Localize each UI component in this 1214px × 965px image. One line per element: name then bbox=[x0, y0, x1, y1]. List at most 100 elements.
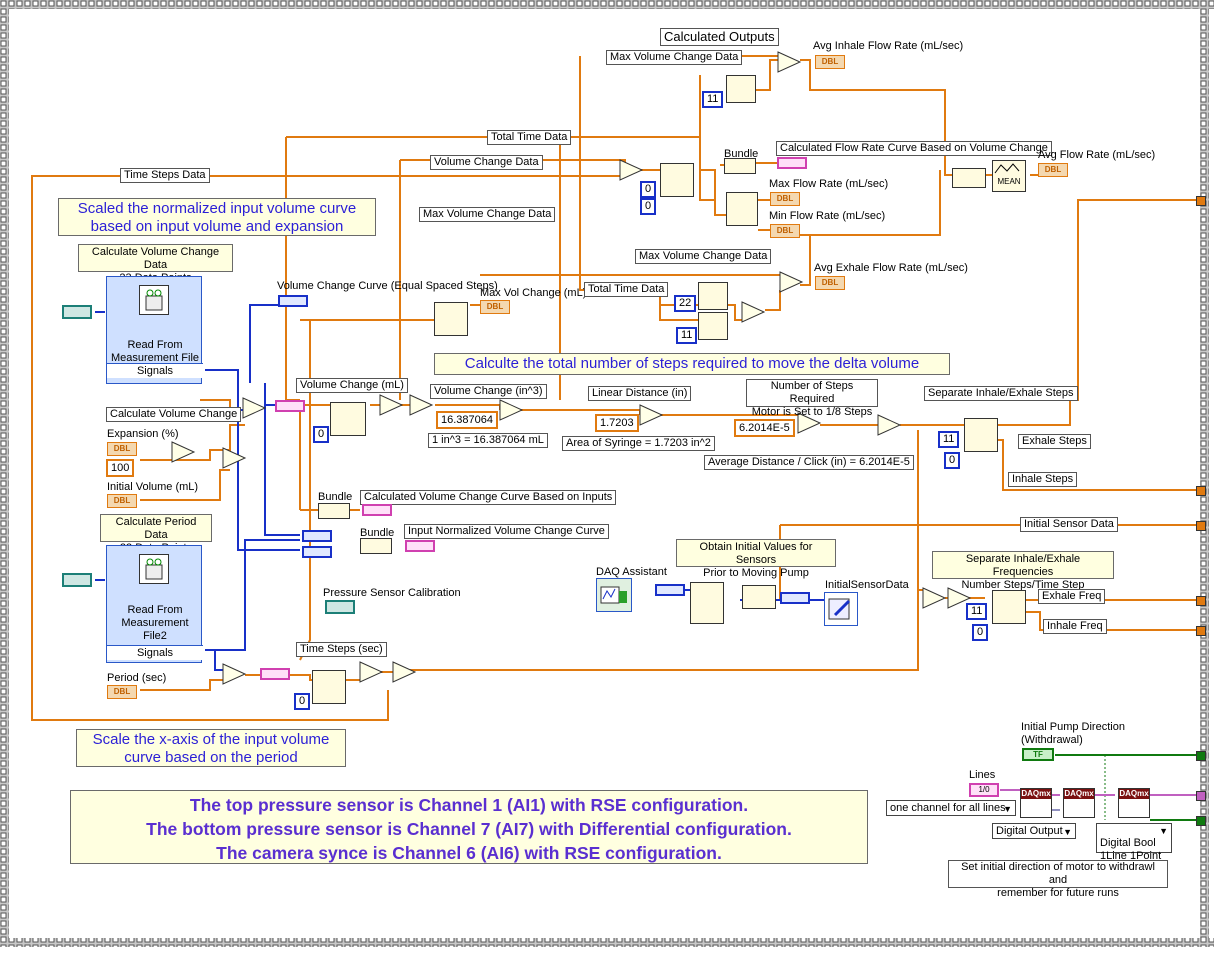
max-flow-rate-indicator[interactable]: DBL bbox=[770, 192, 800, 206]
constant-0-time[interactable]: 0 bbox=[294, 693, 311, 710]
signals-terminal-1[interactable]: Signals bbox=[107, 363, 203, 378]
array-icon-volume[interactable] bbox=[330, 402, 366, 436]
array-icon-minmax[interactable] bbox=[726, 192, 758, 226]
time-steps-terminal[interactable] bbox=[260, 668, 290, 680]
tunnel-3[interactable] bbox=[1196, 521, 1206, 531]
array-icon-daq[interactable] bbox=[690, 582, 724, 624]
subtract-icon-timesteps bbox=[359, 661, 384, 683]
array-icon-freq[interactable] bbox=[992, 590, 1026, 624]
one-channel-dropdown[interactable]: one channel for all lines▼ bbox=[886, 800, 1016, 816]
max-vol-change-indicator[interactable]: DBL bbox=[480, 300, 510, 314]
array-icon-time1[interactable] bbox=[698, 282, 728, 310]
bundle-node-mid[interactable] bbox=[318, 503, 350, 519]
area-of-syringe-label: Area of Syringe = 1.7203 in^2 bbox=[562, 436, 715, 451]
tunnel-2[interactable] bbox=[1196, 486, 1206, 496]
daq-assistant-icon[interactable] bbox=[596, 578, 632, 612]
time-steps-sec-label: Time Steps (sec) bbox=[296, 642, 387, 657]
read-from-measurement-file2-vi[interactable]: Read From Measurement File2 Signals bbox=[106, 545, 203, 663]
write-icon[interactable] bbox=[824, 592, 858, 626]
calculated-volume-change-curve-label: Calculated Volume Change Curve Based on … bbox=[360, 490, 617, 505]
file-path-control-1[interactable] bbox=[62, 305, 92, 319]
array-icon-mean-in[interactable] bbox=[952, 168, 986, 188]
initial-sensor-terminal[interactable] bbox=[780, 592, 810, 604]
constant-11-freq[interactable]: 11 bbox=[966, 603, 988, 620]
array-icon-daq2[interactable] bbox=[742, 585, 776, 609]
initial-sensor-data-vi-label: InitialSensorData bbox=[825, 579, 909, 591]
file-path-control-2[interactable] bbox=[62, 573, 92, 587]
tunnel-1[interactable] bbox=[1196, 196, 1206, 206]
initial-sensor-data-label: Initial Sensor Data bbox=[1020, 517, 1118, 532]
expansion-control[interactable]: DBL bbox=[107, 442, 137, 456]
read-from-measurement-file-vi[interactable]: Read From Measurement File Signals bbox=[106, 276, 203, 384]
tunnel-5[interactable] bbox=[1196, 626, 1206, 636]
bundle-node-top[interactable] bbox=[724, 158, 756, 174]
constant-11-steps[interactable]: 11 bbox=[938, 431, 960, 448]
calculate-volume-change-label: Calculate Volume Change bbox=[106, 407, 242, 422]
period-control[interactable]: DBL bbox=[107, 685, 137, 699]
constant-0-steps[interactable]: 0 bbox=[944, 452, 961, 469]
lines-control[interactable]: 1/0 bbox=[969, 783, 999, 797]
blue-terminal-1[interactable] bbox=[302, 530, 332, 542]
array-icon-time2[interactable] bbox=[698, 312, 728, 340]
total-time-data-top-label: Total Time Data bbox=[487, 130, 572, 145]
max-volume-change-data-mid-label: Max Volume Change Data bbox=[419, 207, 556, 222]
constant-17203[interactable]: 1.7203 bbox=[595, 414, 639, 432]
period-label: Period (sec) bbox=[107, 672, 167, 684]
daqmx-start-node[interactable]: DAQmx bbox=[1063, 788, 1095, 818]
separate-inhale-exhale-steps-label: Separate Inhale/Exhale Steps bbox=[924, 386, 1078, 401]
constant-16387064[interactable]: 16.387064 bbox=[436, 411, 498, 429]
initial-volume-control[interactable]: DBL bbox=[107, 494, 137, 508]
max-vol-change-label: Max Vol Change (mL) bbox=[480, 287, 587, 299]
avg-flow-rate-indicator[interactable]: DBL bbox=[1038, 163, 1068, 177]
input-normalized-volume-change-curve-terminal[interactable] bbox=[405, 540, 435, 552]
mean-node[interactable]: MEAN bbox=[992, 160, 1026, 192]
daqmx-write-node[interactable]: DAQmx bbox=[1118, 788, 1150, 818]
constant-click[interactable]: 6.2014E-5 bbox=[734, 419, 795, 437]
initial-pump-direction-control[interactable]: TF bbox=[1022, 748, 1054, 761]
volume-change-curve-terminal[interactable] bbox=[278, 295, 308, 307]
constant-0-volume[interactable]: 0 bbox=[313, 426, 330, 443]
flow-rate-curve-terminal[interactable] bbox=[777, 157, 807, 169]
digital-output-dropdown[interactable]: Digital Output▼ bbox=[992, 823, 1076, 839]
initial-pump-direction-label: Initial Pump Direction (Withdrawal) bbox=[1021, 721, 1125, 746]
constant-22[interactable]: 22 bbox=[674, 295, 697, 312]
tunnel-6[interactable] bbox=[1196, 751, 1206, 761]
tunnel-7[interactable] bbox=[1196, 791, 1206, 801]
constant-100[interactable]: 100 bbox=[106, 459, 135, 477]
constant-0-b[interactable]: 0 bbox=[640, 198, 657, 215]
set-initial-direction-label: Set initial direction of motor to withdr… bbox=[948, 860, 1168, 899]
array-icon-volume-data[interactable] bbox=[660, 163, 694, 197]
calculated-volume-change-curve-terminal[interactable] bbox=[362, 504, 392, 516]
calculate-period-data-label: Calculate Period Data 23 Data Points bbox=[100, 514, 212, 554]
tunnel-8[interactable] bbox=[1196, 816, 1206, 826]
round-icon-steps bbox=[877, 414, 902, 436]
constant-11-mid[interactable]: 11 bbox=[676, 327, 698, 344]
constant-0-freq[interactable]: 0 bbox=[972, 624, 989, 641]
avg-inhale-flow-rate-indicator[interactable]: DBL bbox=[815, 55, 845, 69]
bundle-node-low[interactable] bbox=[360, 538, 392, 554]
avg-exhale-flow-rate-label: Avg Exhale Flow Rate (mL/sec) bbox=[814, 262, 968, 274]
pressure-sensor-calibration-control[interactable] bbox=[325, 600, 355, 614]
volume-change-terminal[interactable] bbox=[275, 400, 305, 412]
max-flow-rate-label: Max Flow Rate (mL/sec) bbox=[769, 178, 889, 190]
avg-exhale-flow-rate-indicator[interactable]: DBL bbox=[815, 276, 845, 290]
array-icon-vol-curve[interactable] bbox=[434, 302, 468, 336]
constant-0-a[interactable]: 0 bbox=[640, 181, 657, 198]
array-icon-top[interactable] bbox=[726, 75, 756, 103]
min-flow-rate-indicator[interactable]: DBL bbox=[770, 224, 800, 238]
daqmx-create-channel-node[interactable]: DAQmx bbox=[1020, 788, 1052, 818]
bundle-mid-label: Bundle bbox=[318, 491, 353, 503]
constant-11-top[interactable]: 11 bbox=[702, 91, 724, 108]
read-from-measurement-file-title: Read From Measurement File bbox=[110, 339, 200, 364]
array-icon-steps[interactable] bbox=[964, 418, 998, 452]
blue-terminal-2[interactable] bbox=[302, 546, 332, 558]
frame-top bbox=[0, 0, 1214, 9]
daq-output-terminal[interactable] bbox=[655, 584, 685, 596]
inhale-freq-label: Inhale Freq bbox=[1043, 619, 1107, 634]
signals-terminal-2[interactable]: Signals bbox=[107, 645, 203, 660]
array-icon-time[interactable] bbox=[312, 670, 346, 704]
digital-bool-dropdown[interactable]: Digital Bool 1Line 1Point▼ bbox=[1096, 823, 1172, 862]
one-channel-value: one channel for all lines bbox=[890, 802, 1006, 814]
total-time-data-low-label: Total Time Data bbox=[584, 282, 669, 297]
tunnel-4[interactable] bbox=[1196, 596, 1206, 606]
